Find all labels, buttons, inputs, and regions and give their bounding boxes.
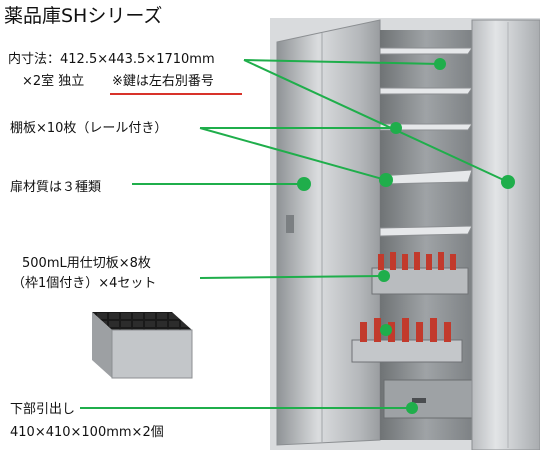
shelves-callout: 棚板×10枚（レール付き）	[10, 121, 168, 136]
lower-drawer	[383, 379, 473, 419]
key-note-underline	[110, 93, 242, 95]
page-title: 薬品庫SHシリーズ	[4, 5, 163, 27]
rooms-text: ×2室 独立	[22, 74, 85, 89]
callout-lines	[80, 59, 509, 409]
drawer-callout-line1: 下部引出し	[10, 402, 76, 417]
partition-box-image	[92, 312, 193, 379]
door-handle	[286, 215, 294, 233]
drawer-callout-line2: 410×410×100mm×2個	[10, 425, 164, 440]
door-material-callout: 扉材質は３種類	[10, 180, 102, 195]
cabinet	[270, 18, 540, 450]
dimensions-text: 内寸法：412.5×443.5×1710mm	[8, 52, 215, 67]
key-note-text: ※鍵は左右別番号	[112, 74, 214, 89]
partition-callout-line2: （枠1個付き）×4セット	[12, 276, 157, 291]
right-door	[471, 19, 540, 450]
shelves	[379, 47, 473, 237]
partition-callout-line1: 500mL用仕切板×8枚	[22, 256, 151, 271]
callout-dots	[297, 58, 515, 414]
